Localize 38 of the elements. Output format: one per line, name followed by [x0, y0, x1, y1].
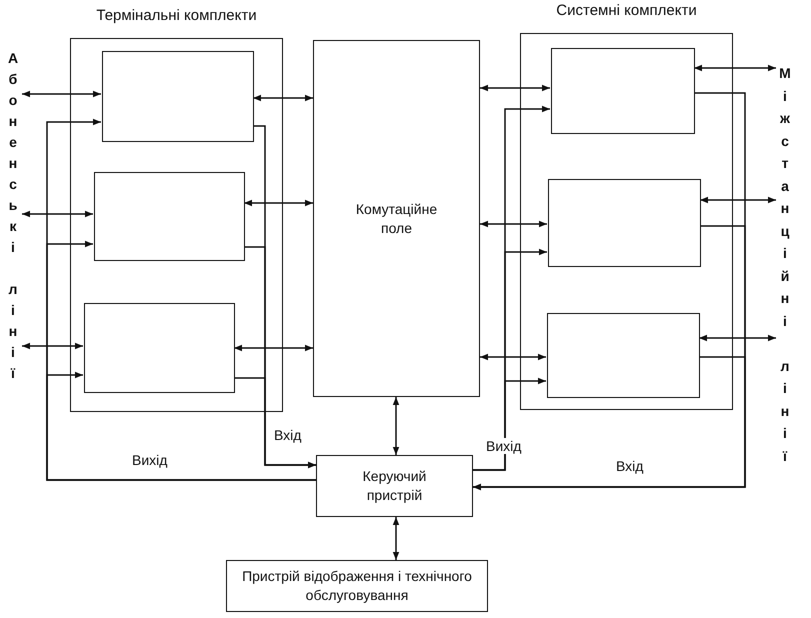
arrow [392, 517, 400, 560]
process-box [313, 40, 480, 397]
arrow [392, 397, 400, 455]
process-box [226, 560, 488, 612]
arrow [22, 210, 93, 218]
arrow [473, 356, 746, 490]
arrow [234, 344, 313, 352]
group-heading: Термінальні комплекти [95, 7, 258, 24]
empty-box [551, 48, 695, 134]
edge-label: Вхід [614, 458, 646, 474]
edge-label: Вхід [272, 427, 304, 443]
box-label: Керуючий пристрій [362, 467, 428, 505]
arrow [694, 64, 776, 72]
arrow [22, 90, 101, 98]
edge-label: Вихід [484, 438, 524, 454]
arrow [22, 342, 83, 350]
group-heading: Системні комплекти [555, 2, 698, 19]
arrow [234, 377, 316, 468]
arrow [480, 354, 546, 360]
arrow [480, 84, 550, 92]
box-label: Пристрій відображення і технічного обслуговування [241, 567, 473, 605]
arrow [473, 378, 546, 471]
edge-label: Вихід [130, 452, 170, 468]
vertical-label: Абоненські лінії [6, 49, 20, 383]
empty-box [102, 51, 254, 142]
empty-box [84, 303, 235, 393]
arrow [699, 334, 776, 342]
process-box [316, 455, 473, 517]
empty-box [548, 179, 701, 267]
box-label: Комутаційне поле [354, 200, 438, 238]
arrow [244, 200, 313, 206]
vertical-label: Міжстанційні лінії [778, 64, 792, 466]
arrow [253, 94, 313, 102]
arrow [480, 220, 547, 228]
empty-box [94, 172, 245, 261]
arrow [700, 196, 776, 204]
arrow [46, 372, 316, 481]
empty-box [547, 313, 700, 398]
